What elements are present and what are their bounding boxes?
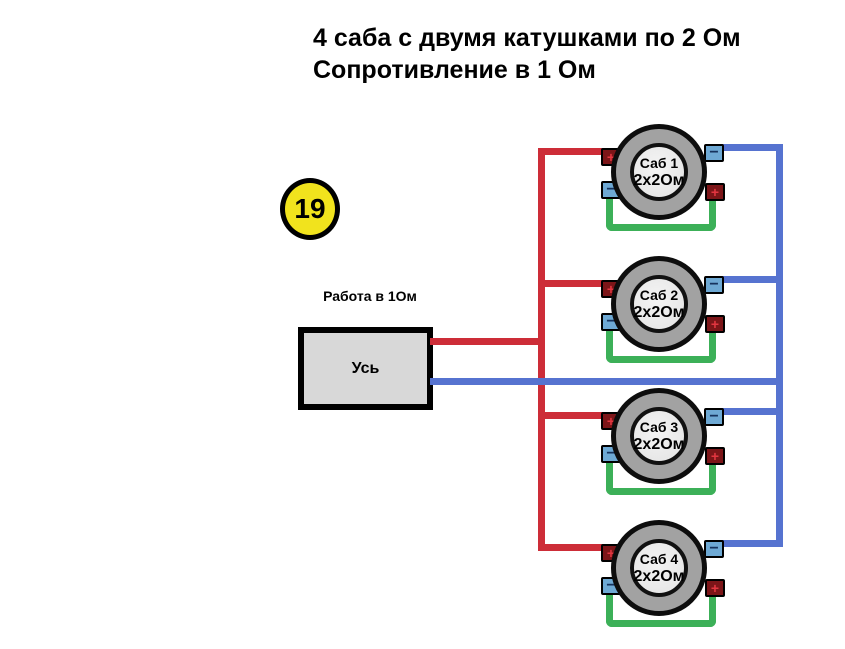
scheme-number-badge: 19: [280, 178, 340, 240]
minus-symbol: −: [606, 445, 616, 462]
series-jumper-wire: [606, 190, 716, 231]
wire-blue-trunk: [776, 144, 783, 547]
sub-coil-spec: 2х2Ом: [633, 171, 685, 189]
speaker-icon: Саб 3 2х2Ом: [611, 388, 707, 484]
wire-blue-branch-sub1: [721, 144, 776, 151]
negative-terminal-icon: −: [704, 540, 724, 558]
speaker-icon: Саб 1 2х2Ом: [611, 124, 707, 220]
wire-blue-branch-sub2: [721, 276, 776, 283]
minus-symbol: −: [709, 408, 719, 425]
speaker-cone: Саб 4 2х2Ом: [630, 539, 688, 597]
wire-red-branch-sub4: [545, 544, 603, 551]
plus-symbol: +: [710, 448, 720, 464]
negative-terminal-icon: −: [704, 276, 724, 294]
diagram-title: 4 саба с двумя катушками по 2 Ом Сопроти…: [313, 22, 741, 86]
plus-symbol: +: [606, 281, 616, 297]
plus-symbol: +: [710, 184, 720, 200]
subwoofer-4: + − − + Саб 4 2х2Ом: [597, 506, 725, 630]
sub-label: Саб 1: [639, 154, 679, 171]
sub-coil-spec: 2х2Ом: [633, 567, 685, 585]
negative-terminal-icon: −: [704, 408, 724, 426]
wire-red-branch-sub3: [545, 412, 603, 419]
minus-symbol: −: [709, 276, 719, 293]
positive-terminal-icon: +: [705, 183, 725, 201]
sub-coil-spec: 2х2Ом: [633, 435, 685, 453]
title-line-2: Сопротивление в 1 Ом: [313, 56, 596, 84]
speaker-cone: Саб 1 2х2Ом: [630, 143, 688, 201]
minus-symbol: −: [606, 313, 616, 330]
wire-blue-branch-sub3: [721, 408, 776, 415]
series-jumper-wire: [606, 322, 716, 363]
speaker-icon: Саб 4 2х2Ом: [611, 520, 707, 616]
wire-blue-branch-sub4: [721, 540, 776, 547]
minus-symbol: −: [709, 144, 719, 161]
minus-symbol: −: [606, 577, 616, 594]
wire-red-amp-feed: [430, 338, 545, 345]
negative-terminal-icon: −: [704, 144, 724, 162]
wire-red-branch-sub1: [545, 148, 603, 155]
speaker-icon: Саб 2 2х2Ом: [611, 256, 707, 352]
title-line-1: 4 саба с двумя катушками по 2 Ом: [313, 24, 741, 52]
subwoofer-3: + − − + Саб 3 2х2Ом: [597, 374, 725, 498]
plus-symbol: +: [606, 545, 616, 561]
wire-red-branch-sub2: [545, 280, 603, 287]
speaker-cone: Саб 2 2х2Ом: [630, 275, 688, 333]
sub-label: Саб 2: [639, 286, 679, 303]
positive-terminal-icon: +: [705, 447, 725, 465]
minus-symbol: −: [709, 540, 719, 557]
plus-symbol: +: [710, 580, 720, 596]
series-jumper-wire: [606, 454, 716, 495]
speaker-cone: Саб 3 2х2Ом: [630, 407, 688, 465]
sub-label: Саб 4: [639, 550, 679, 567]
subwoofer-2: + − − + Саб 2 2х2Ом: [597, 242, 725, 366]
series-jumper-wire: [606, 586, 716, 627]
minus-symbol: −: [606, 181, 616, 198]
positive-terminal-icon: +: [705, 579, 725, 597]
amplifier-label: Усь: [351, 359, 380, 377]
amplifier-box: Усь: [298, 327, 433, 410]
plus-symbol: +: [710, 316, 720, 332]
plus-symbol: +: [606, 413, 616, 429]
sub-coil-spec: 2х2Ом: [633, 303, 685, 321]
wire-red-trunk: [538, 148, 545, 551]
subwoofer-1: + − − + Саб 1 2х2Ом: [597, 110, 725, 234]
sub-label: Саб 3: [639, 418, 679, 435]
positive-terminal-icon: +: [705, 315, 725, 333]
impedance-mode-label: Работа в 1Ом: [323, 288, 417, 304]
plus-symbol: +: [606, 149, 616, 165]
wire-blue-amp-return: [430, 378, 783, 385]
